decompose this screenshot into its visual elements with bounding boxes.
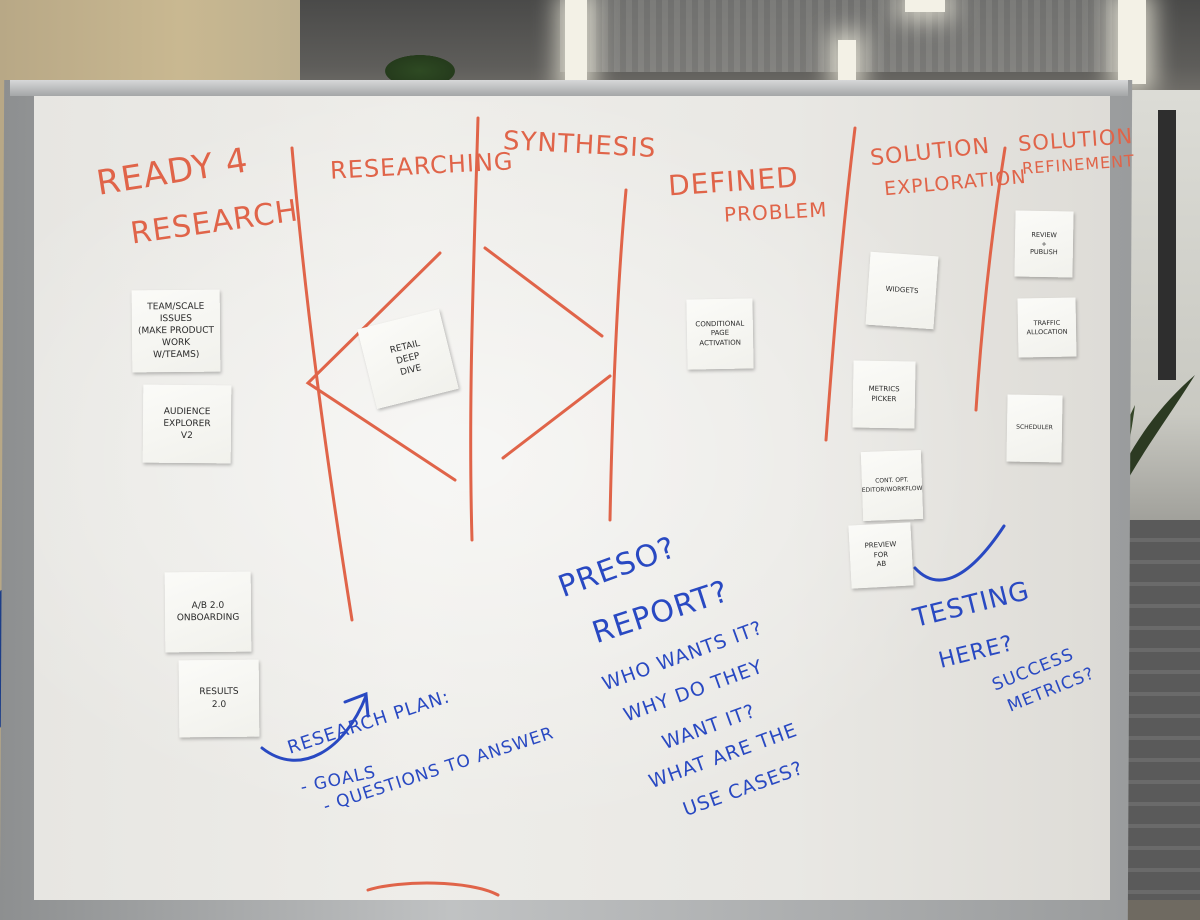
whiteboard — [34, 96, 1110, 900]
ceiling-light — [1118, 0, 1146, 84]
sticky-note-text: TEAM/SCALE ISSUES (make product work w/t… — [137, 301, 215, 361]
ceiling-light — [565, 0, 587, 86]
sticky-note[interactable]: METRICS PICKER — [852, 360, 916, 429]
sticky-note-text: REVIEW + PUBLISH — [1029, 230, 1058, 257]
sticky-note[interactable]: CONDITIONAL PAGE ACTIVATION — [686, 298, 754, 370]
sticky-note[interactable]: SCHEDULER — [1006, 394, 1063, 463]
sticky-note[interactable]: REVIEW + PUBLISH — [1014, 210, 1074, 278]
sticky-note-text: CONT. OPT. EDITOR/WORKFLOW — [861, 476, 923, 494]
ceiling-light — [838, 40, 856, 84]
sticky-note-text: A/B 2.0 ONBOARDING — [176, 600, 240, 624]
sticky-note-text: RETAIL DEEP DIVE — [388, 338, 423, 379]
sticky-note[interactable]: CONT. OPT. EDITOR/WORKFLOW — [860, 449, 924, 522]
sticky-note[interactable]: TEAM/SCALE ISSUES (make product work w/t… — [131, 289, 221, 373]
support-pillar — [1158, 110, 1176, 380]
whiteboard-top-rail — [10, 80, 1128, 96]
sticky-note[interactable]: A/B 2.0 ONBOARDING — [164, 571, 252, 653]
sticky-note[interactable]: AUDIENCE EXPLORER v2 — [142, 384, 232, 464]
sticky-note-text: WIDGETS — [885, 284, 919, 295]
sticky-note-text: CONDITIONAL PAGE ACTIVATION — [695, 319, 745, 348]
sticky-note[interactable]: RESULTS 2.0 — [178, 659, 260, 738]
sticky-note[interactable]: PREVIEW FOR AB — [848, 522, 914, 589]
sticky-note-text: PREVIEW FOR AB — [864, 540, 897, 569]
sticky-note[interactable]: WIDGETS — [865, 251, 939, 330]
ceiling-light — [905, 0, 945, 12]
sticky-note-text: TRAFFIC ALLOCATION — [1026, 318, 1068, 336]
sticky-note[interactable]: TRAFFIC ALLOCATION — [1017, 297, 1077, 358]
sticky-note-text: SCHEDULER — [1016, 424, 1053, 432]
sticky-note-text: AUDIENCE EXPLORER v2 — [163, 406, 211, 442]
sticky-note-text: RESULTS 2.0 — [199, 687, 239, 710]
sticky-note-text: METRICS PICKER — [868, 384, 900, 403]
